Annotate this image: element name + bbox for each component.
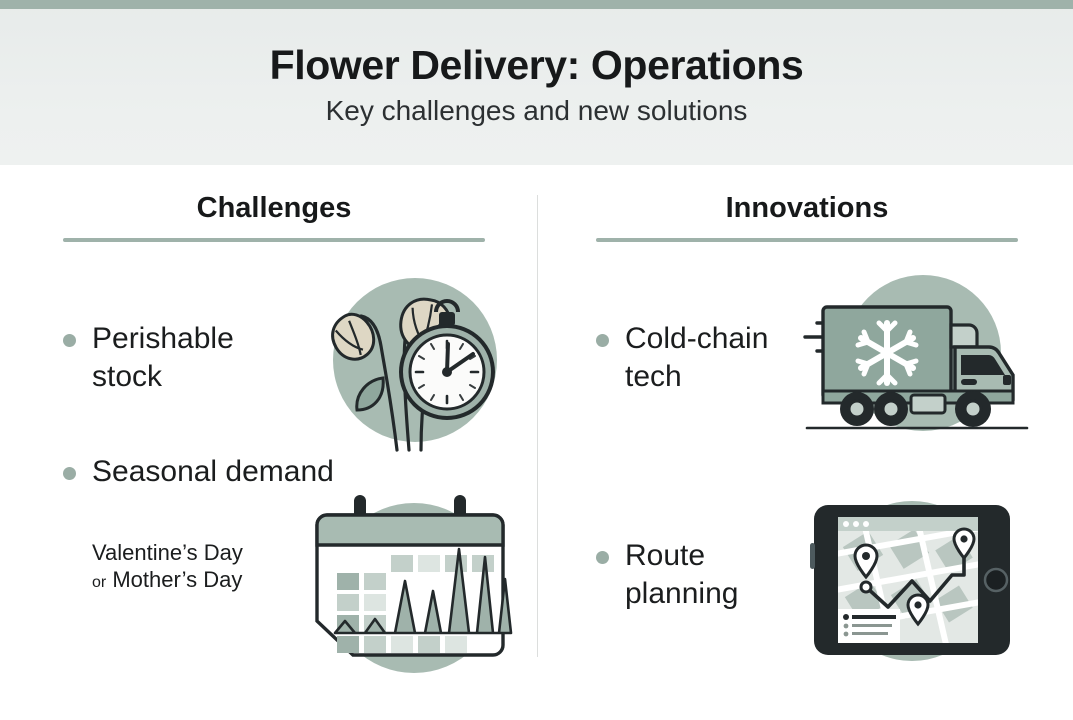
bullet-seasonal-demand[interactable]: Seasonal demand bbox=[63, 453, 463, 491]
top-accent-bar bbox=[0, 0, 1073, 9]
title-block: Flower Delivery: Operations Key challeng… bbox=[0, 0, 1073, 127]
column-heading-label: Innovations bbox=[725, 192, 889, 224]
bullet-label: Seasonal demand bbox=[92, 455, 334, 488]
content-board: Challenges Perishable stock bbox=[0, 165, 1073, 720]
column-heading-challenges: Challenges bbox=[63, 192, 485, 242]
bullet-label: Cold-chain tech bbox=[625, 322, 769, 393]
caption-mothers-day-label: Mother’s Day bbox=[112, 567, 243, 593]
wilting-flowers-stopwatch-illustration bbox=[305, 260, 525, 470]
bullet-dot-icon bbox=[63, 467, 76, 480]
bullet-dot-icon bbox=[63, 334, 76, 347]
page-subtitle: Key challenges and new solutions bbox=[325, 95, 748, 127]
caption-or-label: or bbox=[92, 574, 107, 592]
bullet-cold-chain-tech[interactable]: Cold-chain tech bbox=[596, 320, 846, 395]
seasonal-demand-caption: Valentine’s Day or Mother’s Day bbox=[92, 540, 243, 595]
bullet-label: Route planning bbox=[625, 539, 739, 610]
calendar-demand-spikes-illustration bbox=[299, 483, 638, 688]
column-innovations: Innovations Cold-chain tech bbox=[570, 165, 1070, 720]
column-heading-innovations: Innovations bbox=[596, 192, 1018, 242]
column-heading-rule bbox=[63, 237, 485, 242]
caption-valentines-day: Valentine’s Day bbox=[92, 540, 243, 565]
column-heading-label: Challenges bbox=[196, 192, 352, 224]
column-divider bbox=[537, 195, 538, 657]
refrigerated-truck-illustration bbox=[795, 263, 1035, 458]
bullet-route-planning[interactable]: Route planning bbox=[596, 537, 846, 612]
bullet-label: Perishable stock bbox=[92, 322, 234, 393]
page-title: Flower Delivery: Operations bbox=[269, 42, 804, 88]
column-challenges: Challenges Perishable stock bbox=[37, 165, 638, 720]
column-heading-rule bbox=[596, 237, 1018, 242]
bullet-dot-icon bbox=[596, 551, 609, 564]
bullet-perishable-stock[interactable]: Perishable stock bbox=[63, 320, 313, 395]
tablet-route-map-illustration bbox=[790, 483, 1030, 683]
bullet-dot-icon bbox=[596, 334, 609, 347]
caption-mothers-day: or Mother’s Day bbox=[92, 566, 243, 595]
slide-header: Flower Delivery: Operations Key challeng… bbox=[0, 0, 1073, 165]
